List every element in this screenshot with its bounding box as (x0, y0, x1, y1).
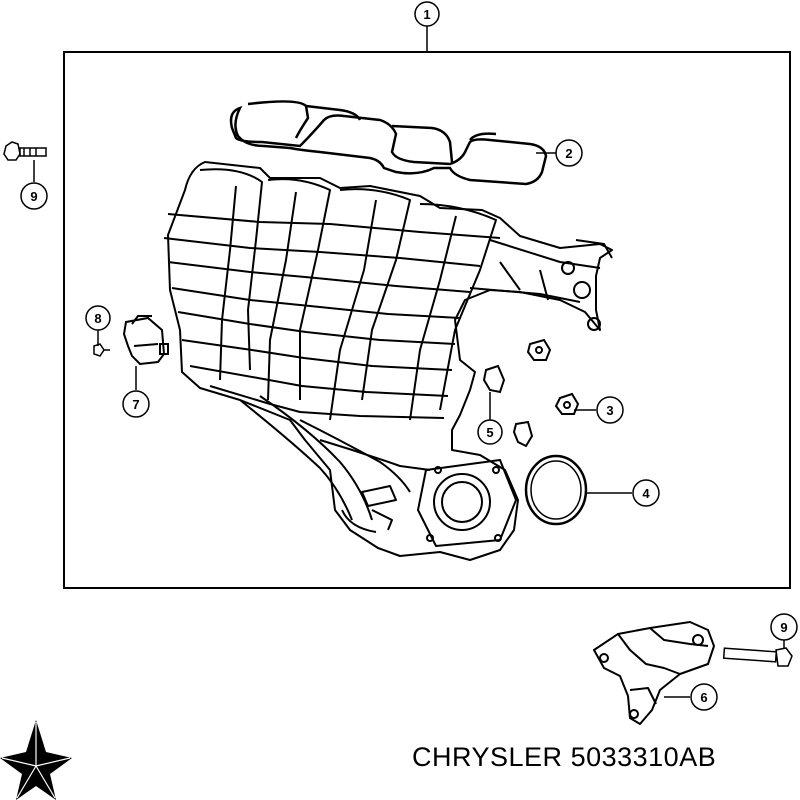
callout-4-label: 4 (642, 486, 650, 501)
nut-upper (526, 338, 552, 361)
callout-7: 7 (122, 390, 150, 418)
callout-7-label: 7 (132, 397, 139, 412)
bolt-part-9-left (3, 141, 47, 161)
brand-name: CHRYSLER (412, 742, 563, 772)
callout-8-label: 8 (94, 311, 101, 326)
assembly-frame (63, 51, 791, 589)
callout-5: 5 (477, 419, 503, 445)
callout-2: 2 (555, 139, 583, 167)
callout-9-right-label: 9 (780, 620, 787, 635)
callout-9-left-label: 9 (30, 189, 37, 204)
callout-9-right: 9 (770, 613, 798, 641)
bolt-part-8 (93, 343, 110, 357)
callout-1-label: 1 (423, 7, 430, 22)
intake-gasket (229, 100, 548, 186)
sensor-part-7 (122, 315, 169, 366)
callout-3: 3 (596, 396, 624, 424)
clip-part-5 (482, 364, 534, 448)
callout-2-label: 2 (565, 146, 572, 161)
bolt-part-9-right (722, 647, 793, 667)
bracket-part-6 (593, 621, 715, 725)
callout-9-left: 9 (20, 182, 48, 210)
chrysler-pentastar-logo-icon (0, 720, 72, 800)
callout-6-label: 6 (700, 690, 707, 705)
leader-lines (33, 152, 785, 698)
callout-8: 8 (85, 305, 111, 331)
callout-6: 6 (690, 683, 718, 711)
nut-part-3 (554, 392, 580, 415)
callout-4: 4 (632, 479, 660, 507)
part-caption: CHRYSLER 5033310AB (412, 742, 792, 773)
callout-1: 1 (414, 1, 440, 27)
callout-3-label: 3 (606, 403, 613, 418)
part-number: 5033310AB (570, 742, 717, 772)
callout-5-label: 5 (486, 425, 493, 440)
o-ring-part-4 (524, 454, 588, 526)
intake-manifold (163, 161, 613, 561)
